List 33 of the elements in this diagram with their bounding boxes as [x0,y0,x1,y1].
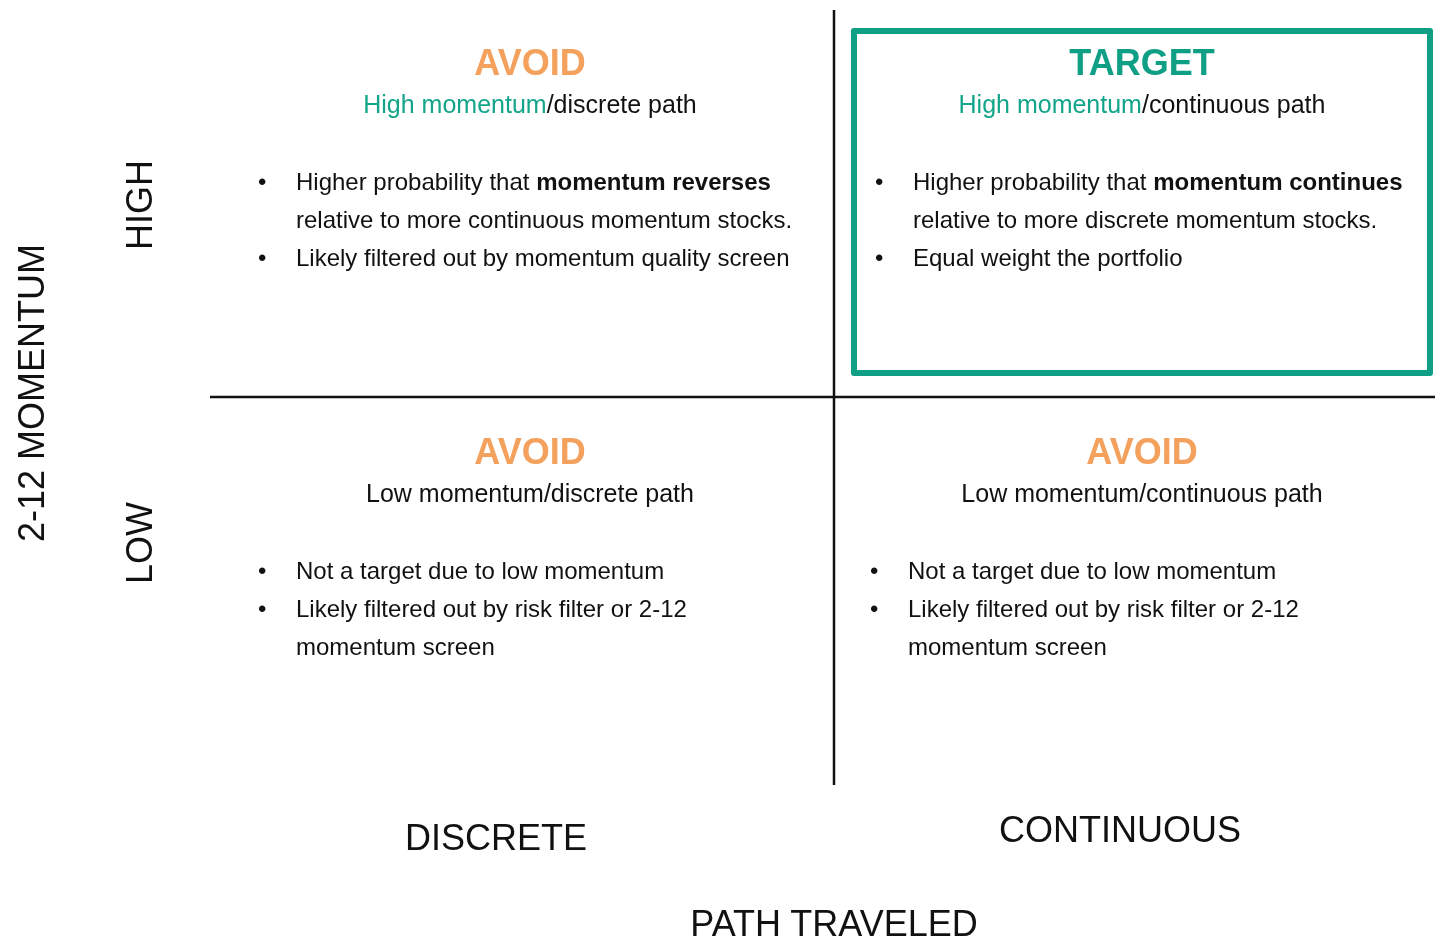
bullet-point: Higher probability that momentum reverses relative to more continuous momentum stocks. [296,167,794,235]
axis-label: CONTINUOUS [999,809,1241,851]
bullet-marker: • [875,167,885,197]
bullet-marker: • [875,243,885,273]
bullet-marker: • [258,556,268,586]
bullet-point: Not a target due to low momentum [296,556,666,586]
axis-label: HIGH [119,160,161,250]
bullet-marker: • [258,167,268,197]
axis-label: LOW [119,502,161,584]
quadrant-subtitle: Low momentum/discrete path [366,479,694,507]
bullet-marker: • [258,243,268,273]
bullet-point: Likely filtered out by momentum quality screen [296,243,791,273]
bullet-point: Not a target due to low momentum [908,556,1278,586]
quadrant-heading: AVOID [1085,431,1199,473]
quadrant-subtitle: Low momentum/continuous path [961,479,1323,507]
quadrant-subtitle: High momentum [363,90,547,118]
bullet-point: Likely filtered out by risk filter or 2-12 momentum screen [296,594,688,662]
quadrant-subtitle: /continuous path [1141,90,1326,118]
target-box [851,28,1433,376]
bullet-marker: • [870,594,880,624]
bullet-marker: • [870,556,880,586]
quadrant-subtitle: High momentum [958,90,1142,118]
bullet-point: Equal weight the portfolio [913,243,1184,273]
axis-label: DISCRETE [405,817,587,859]
bullet-point: Likely filtered out by risk filter or 2-12 momentum screen [908,594,1300,662]
quadrant-heading: TARGET [1068,42,1216,84]
axis-label: PATH TRAVELED [690,903,978,942]
quadrant-subtitle: /discrete path [546,90,697,118]
axis-label: 2-12 MOMENTUM [11,244,53,542]
bullet-point: Higher probability that momentum continues relative to more discrete momentum stocks. [913,167,1404,235]
quadrant-heading: AVOID [473,42,587,84]
quadrant-heading: AVOID [473,431,587,473]
bullet-marker: • [258,594,268,624]
